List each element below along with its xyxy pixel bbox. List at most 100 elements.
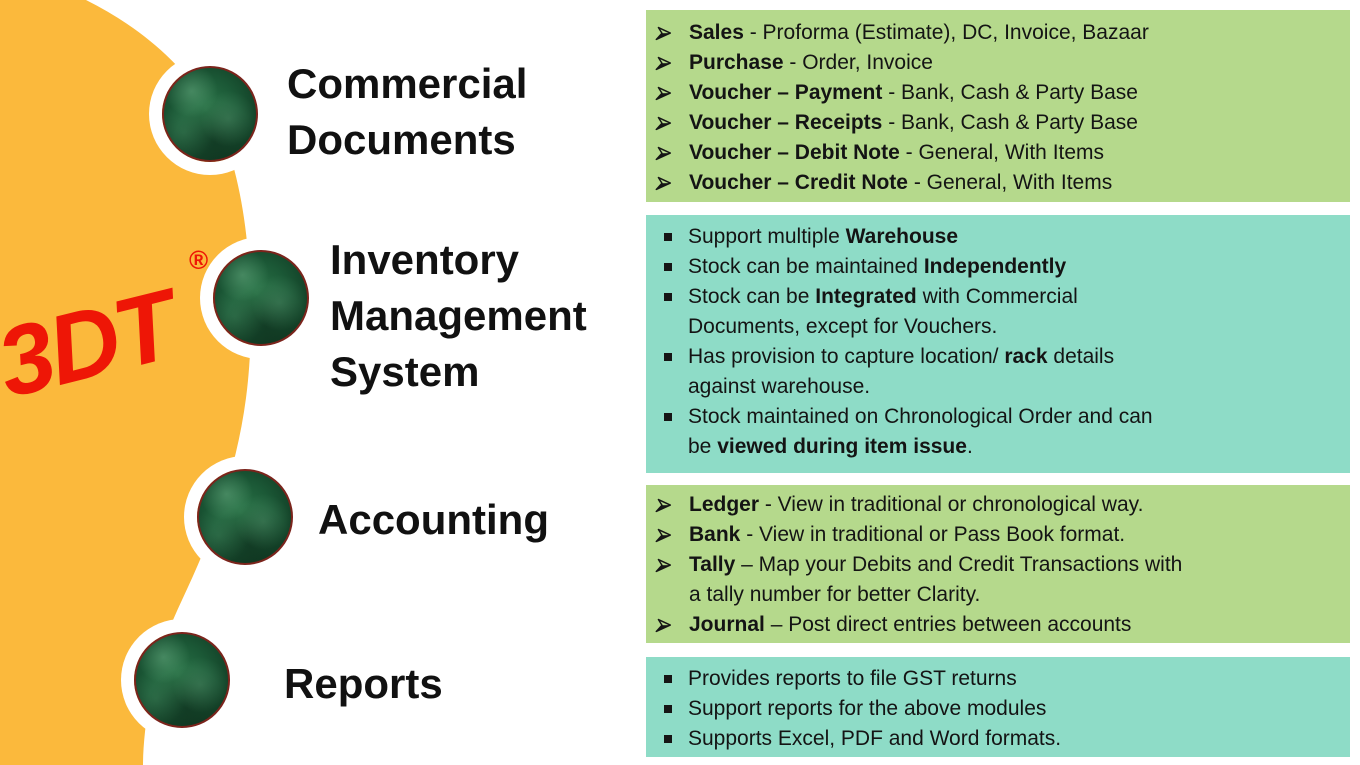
feature-box-inventory-management: Support multiple Warehouse Stock can be …	[646, 215, 1350, 473]
registered-trademark-icon: ®	[189, 245, 209, 275]
list-item-text: Sales - Proforma (Estimate), DC, Invoice…	[689, 18, 1149, 48]
orange-blob-shape	[0, 0, 251, 765]
item-pre: Stock can be maintained	[688, 255, 924, 278]
item-bold: Warehouse	[845, 225, 959, 248]
list-item-text: Tally – Map your Debits and Credit Trans…	[689, 550, 1182, 610]
list-item-text: Support multiple Warehouse	[688, 222, 958, 252]
list-item-text: Ledger - View in traditional or chronolo…	[689, 490, 1143, 520]
module-circle-inventory-management	[213, 250, 309, 346]
list-item: Stock maintained on Chronological Order …	[658, 402, 1342, 462]
item-bold: Tally	[689, 553, 736, 576]
list-item-text: Purchase - Order, Invoice	[689, 48, 933, 78]
arrow-bullet-icon	[655, 108, 689, 131]
arrow-bullet-icon	[655, 18, 689, 41]
item-bold: rack	[1004, 345, 1048, 368]
square-bullet-icon	[658, 724, 688, 743]
section-title-inventory-management: Inventory Management System	[330, 236, 587, 395]
list-item: Voucher – Payment - Bank, Cash & Party B…	[655, 78, 1342, 108]
item-pre: Has provision to capture location/	[688, 345, 1005, 368]
list-item-text: Voucher – Credit Note - General, With It…	[689, 168, 1112, 198]
item-pre: Support multiple	[688, 225, 846, 248]
item-bold: viewed during item issue	[717, 435, 967, 458]
item-rest: - Order, Invoice	[783, 51, 933, 74]
square-bullet-icon	[658, 402, 688, 421]
item-pre: Supports Excel, PDF and Word formats.	[688, 727, 1062, 750]
item-rest: - Bank, Cash & Party Base	[882, 111, 1138, 134]
list-item: Journal – Post direct entries between ac…	[655, 610, 1342, 640]
item-pre: Provides reports to file GST returns	[688, 667, 1017, 690]
square-bullet-icon	[658, 664, 688, 683]
list-item-text: Voucher – Payment - Bank, Cash & Party B…	[689, 78, 1138, 108]
item-bold: Voucher – Debit Note	[689, 141, 900, 164]
list-item: Support multiple Warehouse	[658, 222, 1342, 252]
item-pre: Stock maintained on Chronological Order …	[688, 405, 1153, 458]
list-item: Provides reports to file GST returns	[658, 664, 1342, 694]
module-circle-reports	[134, 632, 230, 728]
list-item: Bank - View in traditional or Pass Book …	[655, 520, 1342, 550]
list-item-text: Journal – Post direct entries between ac…	[689, 610, 1131, 640]
feature-box-accounting: Ledger - View in traditional or chronolo…	[646, 485, 1350, 643]
item-bold: Sales	[689, 21, 744, 44]
list-item-text: Provides reports to file GST returns	[688, 664, 1017, 694]
feature-box-reports: Provides reports to file GST returns Sup…	[646, 657, 1350, 757]
list-item: Stock can be maintained Independently	[658, 252, 1342, 282]
arrow-bullet-icon	[655, 168, 689, 191]
list-item-text: Stock maintained on Chronological Order …	[688, 402, 1153, 462]
arrow-bullet-icon	[655, 520, 689, 543]
item-rest: - Proforma (Estimate), DC, Invoice, Baza…	[743, 21, 1149, 44]
item-bold: Voucher – Credit Note	[689, 171, 908, 194]
section-title-reports: Reports	[284, 660, 443, 707]
arrow-bullet-icon	[655, 610, 689, 633]
item-rest: - General, With Items	[899, 141, 1105, 164]
item-rest: - View in traditional or chronological w…	[759, 493, 1144, 516]
list-item-text: Stock can be Integrated with Commercial …	[688, 282, 1078, 342]
list-item: Ledger - View in traditional or chronolo…	[655, 490, 1342, 520]
item-rest: - View in traditional or Pass Book forma…	[740, 523, 1126, 546]
item-rest: - General, With Items	[907, 171, 1113, 194]
list-item-text: Stock can be maintained Independently	[688, 252, 1066, 282]
arrow-bullet-icon	[655, 550, 689, 573]
item-bold: Bank	[689, 523, 741, 546]
item-rest: – Post direct entries between accounts	[764, 613, 1132, 636]
module-circle-accounting	[197, 469, 293, 565]
list-item: Voucher – Credit Note - General, With It…	[655, 168, 1342, 198]
list-item: Support reports for the above modules	[658, 694, 1342, 724]
item-rest: details against warehouse.	[688, 345, 1115, 398]
arrow-bullet-icon	[655, 138, 689, 161]
list-item-text: Has provision to capture location/ rack …	[688, 342, 1114, 402]
list-item: Purchase - Order, Invoice	[655, 48, 1342, 78]
list-item-text: Supports Excel, PDF and Word formats.	[688, 724, 1061, 754]
section-title-accounting: Accounting	[318, 496, 549, 543]
arrow-bullet-icon	[655, 490, 689, 513]
arrow-bullet-icon	[655, 48, 689, 71]
list-item-text: Bank - View in traditional or Pass Book …	[689, 520, 1125, 550]
item-bold: Integrated	[815, 285, 917, 308]
list-item-text: Voucher – Debit Note - General, With Ite…	[689, 138, 1104, 168]
list-item: Supports Excel, PDF and Word formats.	[658, 724, 1342, 754]
item-bold: Journal	[689, 613, 765, 636]
item-rest: with Commercial Documents, except for Vo…	[688, 285, 1078, 338]
item-bold: Ledger	[689, 493, 760, 516]
section-title-commercial-documents: Commercial Documents	[287, 60, 528, 163]
item-bold: Independently	[923, 255, 1067, 278]
square-bullet-icon	[658, 342, 688, 361]
item-rest: – Map your Debits and Credit Transaction…	[689, 553, 1183, 606]
list-item: Sales - Proforma (Estimate), DC, Invoice…	[655, 18, 1342, 48]
list-item: Has provision to capture location/ rack …	[658, 342, 1342, 402]
list-item: Voucher – Receipts - Bank, Cash & Party …	[655, 108, 1342, 138]
square-bullet-icon	[658, 222, 688, 241]
item-pre: Stock can be	[688, 285, 816, 308]
item-pre: Support reports for the above modules	[688, 697, 1047, 720]
square-bullet-icon	[658, 252, 688, 271]
item-rest: .	[966, 435, 973, 458]
list-item: Stock can be Integrated with Commercial …	[658, 282, 1342, 342]
square-bullet-icon	[658, 694, 688, 713]
list-item-text: Support reports for the above modules	[688, 694, 1046, 724]
list-item: Voucher – Debit Note - General, With Ite…	[655, 138, 1342, 168]
arrow-bullet-icon	[655, 78, 689, 101]
square-bullet-icon	[658, 282, 688, 301]
list-item: Tally – Map your Debits and Credit Trans…	[655, 550, 1342, 610]
list-item-text: Voucher – Receipts - Bank, Cash & Party …	[689, 108, 1138, 138]
feature-box-commercial-documents: Sales - Proforma (Estimate), DC, Invoice…	[646, 10, 1350, 202]
